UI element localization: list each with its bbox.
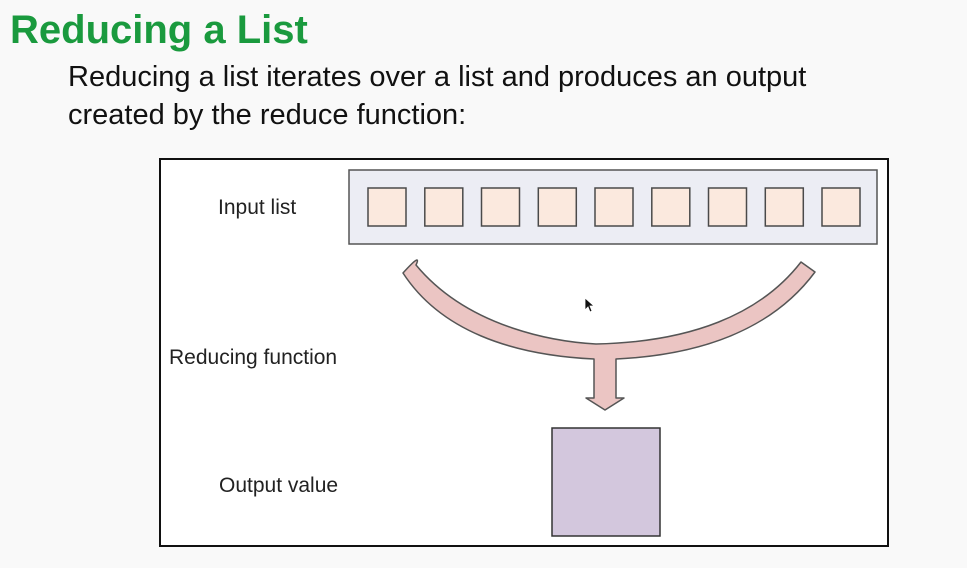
output-value-box xyxy=(551,427,661,537)
reducing-function-arc xyxy=(402,259,816,411)
input-list-item xyxy=(651,187,691,227)
slide-description: Reducing a list iterates over a list and… xyxy=(68,58,948,134)
slide-title: Reducing a List xyxy=(10,8,308,52)
slide-description-line-2: created by the reduce function: xyxy=(68,99,467,131)
input-list-label: Input list xyxy=(218,196,296,219)
input-list-item xyxy=(537,187,578,227)
mouse-cursor-icon xyxy=(584,297,596,313)
input-list-item xyxy=(424,187,464,227)
output-value-label: Output value xyxy=(219,474,338,497)
input-list-item xyxy=(707,187,748,227)
input-list-item xyxy=(480,187,521,227)
input-list-item xyxy=(594,187,634,227)
slide-description-line-1: Reducing a list iterates over a list and… xyxy=(68,61,807,93)
input-list-items xyxy=(367,187,861,227)
input-list-item xyxy=(764,187,805,227)
reducing-function-label: Reducing function xyxy=(169,346,337,369)
input-list-item xyxy=(821,187,861,227)
input-list-item xyxy=(367,187,407,227)
